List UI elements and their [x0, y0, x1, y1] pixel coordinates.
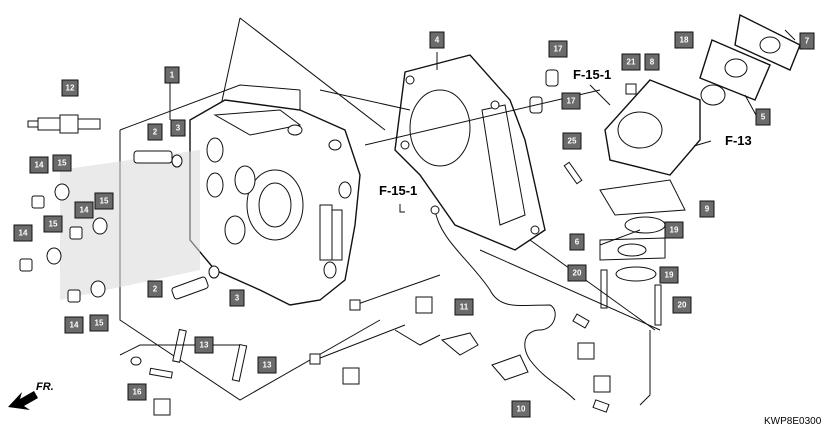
leader-lines: [119, 29, 796, 406]
callout-1: 1: [164, 66, 180, 84]
ref-f13: F-13: [725, 133, 752, 148]
callout-3a: 3: [170, 119, 186, 137]
svg-text:25: 25: [568, 137, 577, 146]
blank-box: [415, 296, 433, 314]
svg-text:13: 13: [263, 361, 272, 370]
svg-text:10: 10: [517, 405, 526, 414]
callout-20b: 20: [672, 296, 692, 314]
svg-text:14: 14: [19, 229, 28, 238]
callout-6: 6: [569, 233, 585, 251]
callout-2a: 2: [147, 123, 163, 141]
svg-text:14: 14: [35, 161, 44, 170]
svg-text:1: 1: [170, 71, 175, 80]
callout-3b: 3: [229, 289, 245, 307]
svg-text:9: 9: [705, 205, 710, 214]
svg-text:6: 6: [575, 238, 580, 247]
callout-25: 25: [562, 132, 582, 150]
callout-10: 10: [511, 400, 531, 418]
blank-box: [593, 375, 611, 393]
svg-text:3: 3: [176, 124, 181, 133]
svg-text:19: 19: [670, 226, 679, 235]
cylinder-head-gasket: [394, 54, 546, 251]
front-label: FR.: [36, 381, 54, 393]
callout-12: 12: [61, 79, 79, 97]
svg-text:17: 17: [554, 45, 563, 54]
svg-text:15: 15: [100, 197, 109, 206]
intake-parts: [563, 13, 801, 413]
svg-text:15: 15: [49, 220, 58, 229]
studs-bottom: [130, 328, 248, 382]
svg-text:14: 14: [80, 206, 89, 215]
ref-f15-1-top: F-15-1: [573, 67, 611, 82]
svg-text:7: 7: [805, 37, 810, 46]
dowels-17: [529, 69, 559, 114]
cylinder-head: [119, 17, 386, 401]
svg-text:18: 18: [680, 36, 689, 45]
svg-text:11: 11: [460, 303, 469, 312]
svg-text:3: 3: [235, 294, 240, 303]
blank-box: [153, 398, 171, 416]
callout-17a: 17: [548, 40, 568, 58]
svg-text:5: 5: [761, 113, 766, 122]
diagram-code: KWP8E0300: [764, 416, 822, 427]
callout-15a: 15: [52, 154, 72, 172]
water-hose: [430, 205, 576, 401]
dowel-pins: [133, 150, 220, 300]
callout-9: 9: [699, 200, 715, 218]
callout-14b: 14: [74, 201, 94, 219]
long-bolts: [309, 274, 441, 365]
callout-19a: 19: [664, 221, 684, 239]
callout-15b: 15: [94, 192, 114, 210]
callout-21: 21: [621, 53, 641, 71]
callout-5: 5: [755, 108, 771, 126]
callout-8: 8: [644, 53, 660, 71]
callout-13b: 13: [257, 356, 277, 374]
svg-text:15: 15: [58, 159, 67, 168]
svg-text:21: 21: [627, 58, 636, 67]
svg-text:4: 4: [435, 36, 440, 45]
callout-14c: 14: [13, 224, 33, 242]
svg-text:2: 2: [153, 285, 158, 294]
callout-20a: 20: [567, 264, 587, 282]
callout-11: 11: [454, 298, 474, 316]
spark-plug: [27, 114, 101, 134]
svg-text:12: 12: [66, 84, 75, 93]
callout-13a: 13: [194, 336, 214, 354]
svg-text:20: 20: [678, 301, 687, 310]
callout-18: 18: [674, 31, 694, 49]
callout-16: 16: [127, 383, 147, 401]
svg-text:13: 13: [200, 341, 209, 350]
callout-19b: 19: [659, 266, 679, 284]
cap-nuts-and-washers: [19, 183, 108, 303]
callout-14a: 14: [29, 156, 49, 174]
callout-4: 4: [429, 31, 445, 49]
svg-text:2: 2: [153, 128, 158, 137]
svg-text:14: 14: [70, 321, 79, 330]
svg-text:20: 20: [573, 269, 582, 278]
blank-box: [342, 367, 360, 385]
callout-15c: 15: [43, 215, 63, 233]
stipple-guide: [60, 150, 200, 300]
svg-text:8: 8: [650, 58, 655, 67]
svg-text:19: 19: [665, 271, 674, 280]
callout-7: 7: [799, 32, 815, 50]
svg-text:15: 15: [95, 319, 104, 328]
callout-17b: 17: [561, 92, 581, 110]
svg-text:16: 16: [133, 388, 142, 397]
callout-2b: 2: [147, 280, 163, 298]
ref-f15-1-mid: F-15-1: [379, 183, 417, 198]
callout-15d: 15: [89, 314, 109, 332]
front-direction-arrow: FR.: [8, 381, 54, 410]
svg-text:17: 17: [567, 97, 576, 106]
callout-14d: 14: [64, 316, 84, 334]
blank-box: [577, 342, 595, 360]
